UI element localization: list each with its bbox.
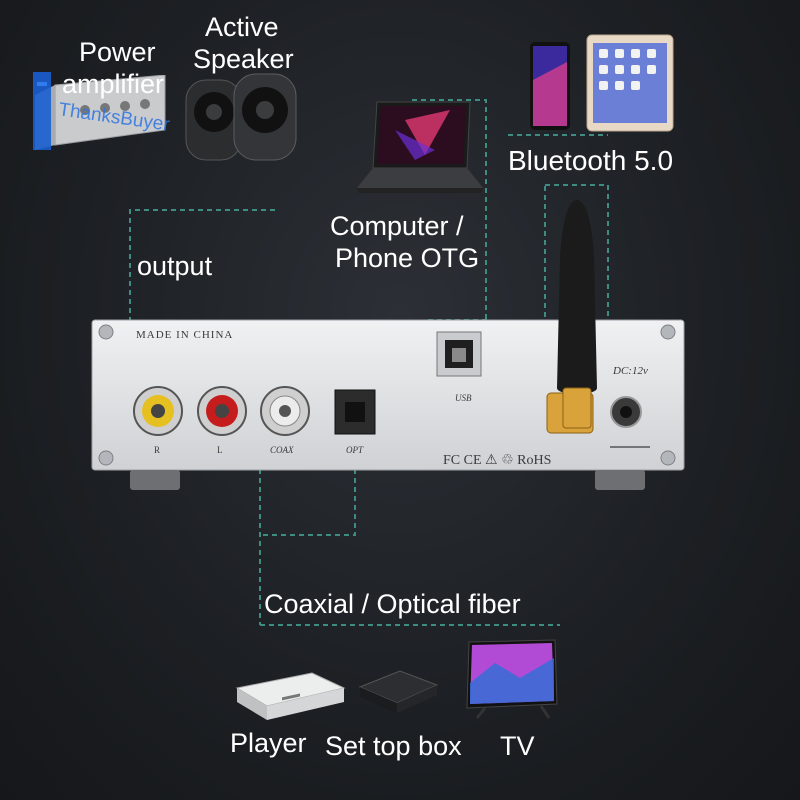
tv-label: TV	[500, 731, 535, 761]
certification-marks: FC CE ⚠ ♲ RoHS	[443, 453, 552, 468]
active-speaker-image	[185, 73, 297, 161]
phone-image	[530, 42, 570, 130]
dc-label: DC:12v	[613, 365, 648, 377]
rear-panel	[91, 319, 685, 490]
rca-l-label: L	[217, 445, 223, 455]
active-speaker-label-line2: Speaker	[193, 44, 294, 74]
output-label: output	[137, 251, 213, 281]
made-in-china-label: MADE IN CHINA	[136, 329, 234, 341]
coax-label: COAX	[270, 445, 294, 455]
rca-r-label: R	[154, 445, 161, 455]
tablet-image	[586, 34, 674, 132]
opt-down-line	[260, 460, 356, 536]
antenna-image	[557, 200, 597, 429]
usb-line	[412, 99, 487, 320]
coaxial-optical-label: Coaxial / Optical fiber	[264, 589, 521, 619]
set-top-box-label: Set top box	[325, 731, 462, 761]
tv-image	[466, 639, 558, 719]
computer-label-line2: Phone OTG	[335, 243, 480, 273]
player-label: Player	[230, 728, 307, 758]
power-amplifier-label-line1: Power	[79, 37, 156, 67]
power-amplifier-label-line2: amplifier	[62, 69, 165, 99]
bluetooth-label: Bluetooth 5.0	[508, 145, 674, 176]
laptop-image	[357, 101, 483, 193]
thanksbuyer-logo	[33, 72, 51, 150]
set-top-box-image	[358, 670, 439, 713]
active-speaker-label-line1: Active	[205, 12, 279, 42]
output-line	[129, 209, 275, 355]
player-image	[235, 672, 346, 720]
usb-label: USB	[455, 393, 472, 403]
computer-label-line1: Computer /	[330, 211, 464, 241]
opt-label: OPT	[346, 445, 364, 455]
